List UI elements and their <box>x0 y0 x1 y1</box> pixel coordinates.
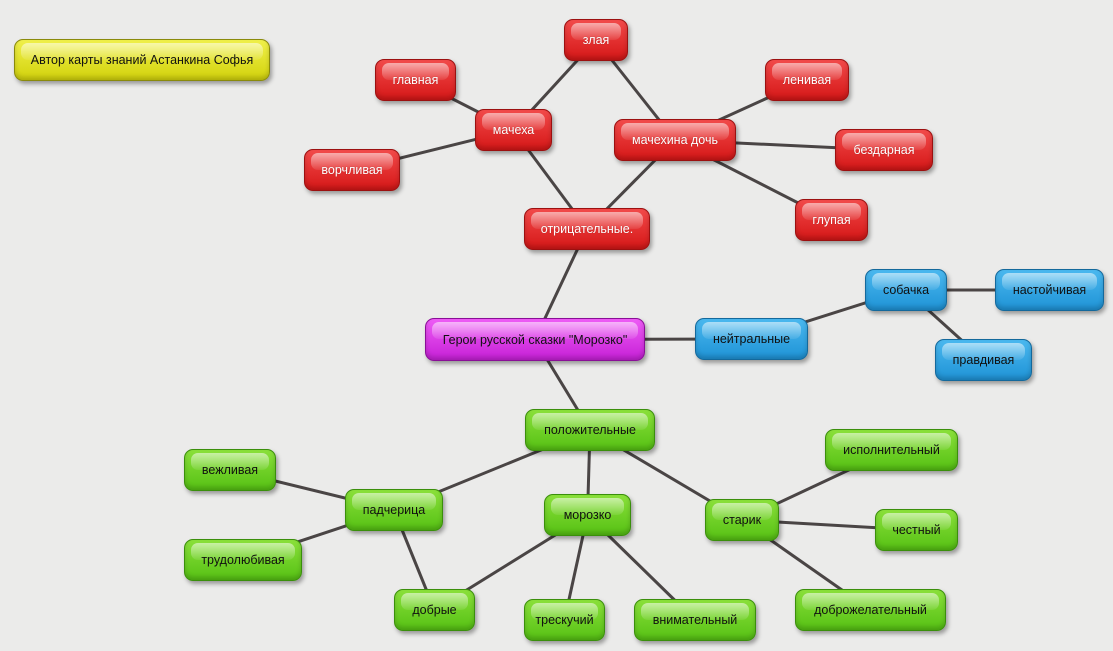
node-old-man[interactable]: старик <box>705 499 779 541</box>
node-root[interactable]: Герои русской сказки "Морозко" <box>425 318 645 361</box>
node-lazy[interactable]: ленивая <box>765 59 849 101</box>
node-attentive[interactable]: внимательный <box>634 599 756 641</box>
node-evil[interactable]: злая <box>564 19 628 61</box>
node-stupid[interactable]: глупая <box>795 199 868 241</box>
node-polite[interactable]: вежливая <box>184 449 276 491</box>
node-positive[interactable]: положительные <box>525 409 655 451</box>
node-benevolent[interactable]: доброжелательный <box>795 589 946 631</box>
node-honest[interactable]: честный <box>875 509 958 551</box>
node-dog[interactable]: собачка <box>865 269 947 311</box>
node-stepmother[interactable]: мачеха <box>475 109 552 151</box>
node-main[interactable]: главная <box>375 59 456 101</box>
node-grumpy[interactable]: ворчливая <box>304 149 400 191</box>
node-truthful[interactable]: правдивая <box>935 339 1032 381</box>
node-persistent[interactable]: настойчивая <box>995 269 1104 311</box>
author-label: Автор карты знаний Астанкина Софья <box>14 39 270 81</box>
node-talentless[interactable]: бездарная <box>835 129 933 171</box>
node-hardworking[interactable]: трудолюбивая <box>184 539 302 581</box>
node-crackling[interactable]: трескучий <box>524 599 605 641</box>
node-kind[interactable]: добрые <box>394 589 475 631</box>
node-neutral[interactable]: нейтральные <box>695 318 808 360</box>
node-morozko[interactable]: морозко <box>544 494 631 536</box>
node-stepmother-daughter[interactable]: мачехина дочь <box>614 119 736 161</box>
node-stepdaughter[interactable]: падчерица <box>345 489 443 531</box>
node-diligent[interactable]: исполнительный <box>825 429 958 471</box>
node-negative[interactable]: отрицательные. <box>524 208 650 250</box>
